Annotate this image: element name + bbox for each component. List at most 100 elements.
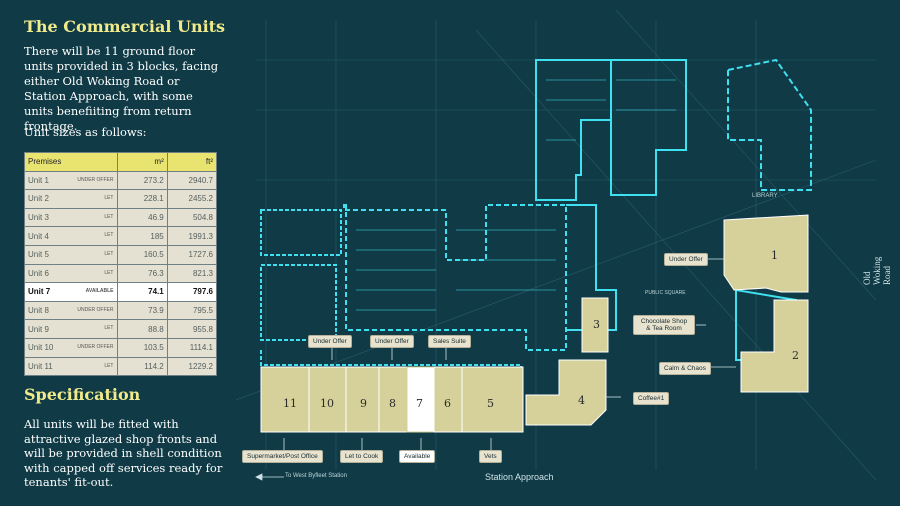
unit-m2: 114.2 [117,356,168,377]
unit-m2: 46.9 [117,207,168,228]
unit-status: LET [104,213,114,220]
unit-1-number: 1 [771,249,778,262]
unit-3-number: 3 [593,318,600,331]
unit-name: Unit 10 UNDER OFFER [23,337,119,358]
table-header-row: Premises m² ft² [23,152,218,172]
unit-status: LET [104,325,114,332]
unit-2-number: 2 [792,349,799,362]
library-label: LIBRARY [752,193,778,199]
unit-ft2: 504.8 [166,207,218,228]
header-m2: m² [117,152,168,172]
unit-8-number: 8 [389,397,396,410]
unit-label: Unit 7 [28,287,51,297]
label-coffee: Coffee#1 [633,392,670,405]
header-ft2: ft² [166,152,218,172]
unit-status: LET [104,269,114,276]
unit-status: LET [104,195,114,202]
station-approach-label: Station Approach [485,472,554,482]
specification-heading: Specification [24,385,141,404]
public-square-label: PUBLIC SQUARE [645,290,686,296]
unit-3-block [581,297,609,353]
unit-name: Unit 3 LET [23,207,119,228]
unit-m2: 73.9 [117,300,168,321]
unit-ft2: 1991.3 [166,226,218,246]
unit-m2: 185 [117,226,168,246]
unit-label: Unit 3 [28,213,49,223]
unit-label: Unit 8 [28,306,49,316]
unit-m2: 160.5 [117,244,168,265]
page-title: The Commercial Units [24,17,226,36]
unit-label: Unit 2 [28,194,49,204]
unit-name: Unit 7 AVAILABLE [23,282,119,302]
label-let-to-cook: Let to Cook [340,450,384,463]
unit-ft2: 1114.1 [166,337,218,358]
unit-ft2: 797.6 [166,282,218,302]
unit-ft2: 2455.2 [166,189,218,209]
unit-name: Unit 2 LET [23,189,119,209]
unit-name: Unit 6 LET [23,263,119,284]
unit-status: LET [104,250,114,257]
unit-m2: 74.1 [117,282,168,302]
unit-m2: 88.8 [117,319,168,339]
label-calm-chaos: Calm & Chaos [659,362,711,375]
unit-m2: 76.3 [117,263,168,284]
unit-name: Unit 1 UNDER OFFER [23,170,119,191]
label-under-offer-10: Under Offer [308,335,352,348]
unit-ft2: 955.8 [166,319,218,339]
specification-text: All units will be fitted with attractive… [24,417,223,489]
label-under-offer-1: Under Offer [664,253,708,266]
unit-5-block [461,366,524,433]
label-sales-suite: Sales Suite [428,335,471,348]
unit-4-block [525,359,607,426]
unit-label: Unit 10 [28,343,54,353]
unit-1-block [723,214,809,293]
unit-name: Unit 9 LET [23,319,119,339]
unit-ft2: 795.5 [166,300,218,321]
unit-status: UNDER OFFER [77,176,114,183]
site-floor-plan [236,9,877,481]
west-byfleet-label: To West Byfleet Station [285,473,347,479]
unit-4-number: 4 [578,394,585,407]
unit-label: Unit 1 [28,175,49,185]
unit-status: LET [104,232,114,239]
unit-ft2: 1229.2 [166,356,218,377]
label-vets: Vets [479,450,502,463]
unit-m2: 228.1 [117,189,168,209]
unit-status: AVAILABLE [85,288,114,295]
unit-2-block [740,299,809,393]
unit-name: Unit 4 LET [23,226,119,246]
unit-status: UNDER OFFER [77,343,114,350]
unit-9-number: 9 [360,397,367,410]
unit-name: Unit 8 UNDER OFFER [23,300,119,321]
label-supermarket: Supermarket/Post Office [242,450,323,463]
unit-label: Unit 4 [28,231,49,241]
unit-label: Unit 9 [28,324,49,334]
unit-label: Unit 11 [28,361,53,371]
unit-label: Unit 6 [28,268,49,278]
unit-11-number: 11 [283,397,297,410]
label-available: Available [399,450,436,463]
unit-m2: 103.5 [117,337,168,358]
unit-status: UNDER OFFER [77,306,114,313]
label-under-offer-8: Under Offer [370,335,414,348]
unit-10-number: 10 [320,397,334,410]
unit-ft2: 821.3 [166,263,218,284]
header-premises: Premises [23,152,119,172]
unit-sizes-label: Unit sizes as follows: [24,125,147,139]
unit-name: Unit 11 LET [23,356,119,377]
unit-m2: 273.2 [117,170,168,191]
unit-status: LET [104,362,114,369]
unit-7-number: 7 [416,397,423,410]
